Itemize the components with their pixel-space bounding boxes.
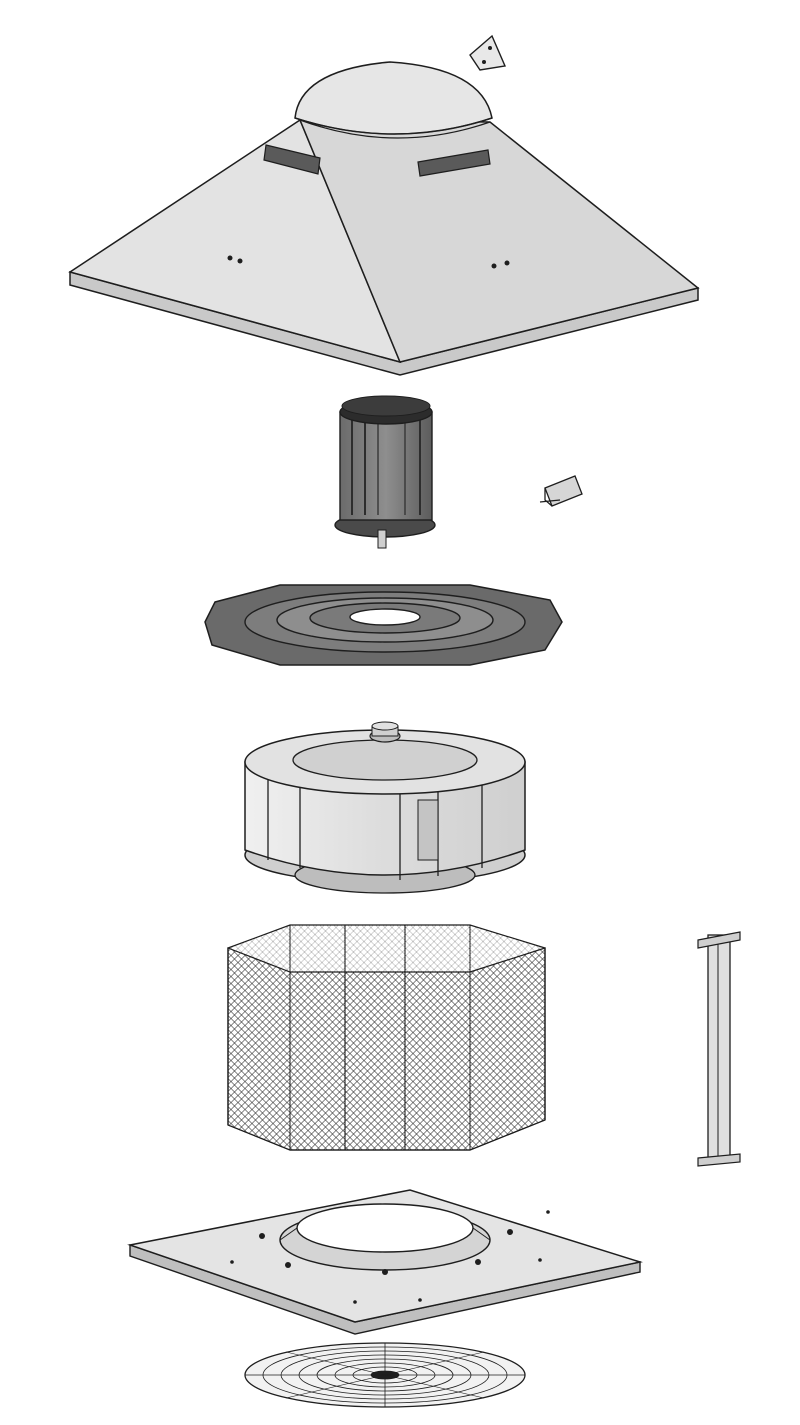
motor-bracket [539,475,583,507]
hood-clip [469,34,507,71]
support-post [697,931,741,1167]
motor [334,395,436,549]
mesh-guard [227,924,546,1151]
impeller [244,721,526,894]
hood-cover [68,61,700,376]
inlet-grille [244,1342,526,1408]
base-plate [127,1189,643,1335]
motor-plate [204,584,563,666]
